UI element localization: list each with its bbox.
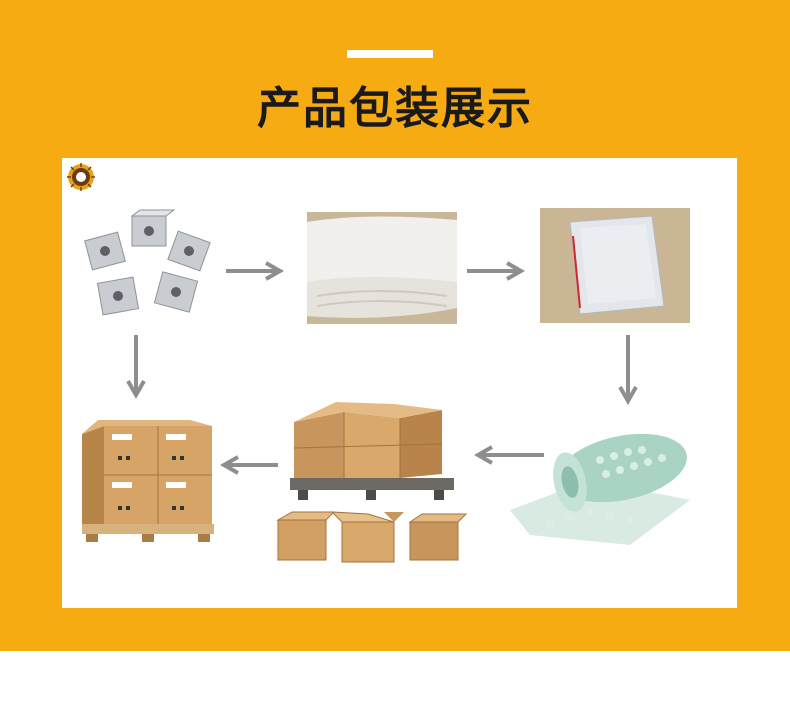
page-title: 产品包装展示	[257, 83, 533, 134]
bubble-wrap-icon	[510, 433, 690, 545]
wrapping-paper-icon	[307, 212, 457, 324]
arrow-down-icon	[618, 335, 638, 405]
title-accent-bar	[347, 50, 433, 58]
packaging-panel	[62, 158, 737, 608]
carton-box-icon	[290, 402, 454, 500]
aluminum-block-icon	[84, 209, 211, 316]
plastic-bag-icon	[540, 208, 690, 323]
small-cartons-icon	[276, 511, 467, 563]
arrow-left-icon	[474, 445, 544, 465]
arrow-left-icon	[220, 455, 278, 475]
arrow-right-icon	[226, 261, 284, 281]
arrow-down-icon	[126, 335, 146, 399]
arrow-right-icon	[467, 261, 525, 281]
pallet-icon	[82, 420, 214, 542]
sun-logo-icon	[67, 163, 95, 191]
